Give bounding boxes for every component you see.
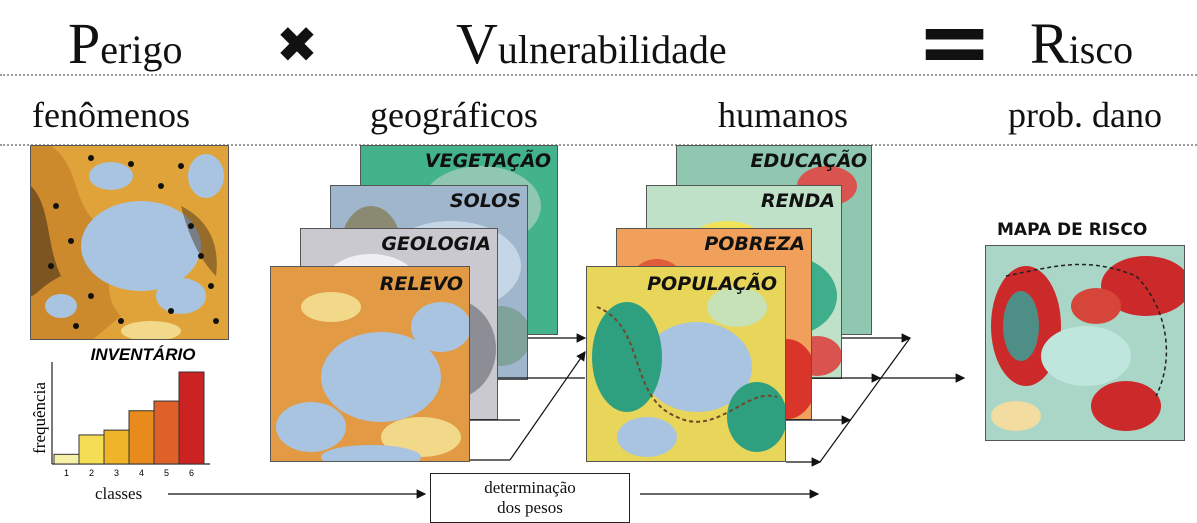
map-label-renda: RENDA: [761, 190, 835, 212]
inventory-bar-5: [153, 400, 180, 465]
inventory-tick-1: 1: [64, 468, 69, 478]
classes-label: classes: [95, 484, 143, 503]
vulnerabilidade-term: Vulnerabilidade: [456, 11, 727, 76]
inventory-chart: INVENTÁRIO frequência 1 2 3 4 5 6: [28, 340, 228, 510]
map-card-populacao: POPULAÇÃO: [586, 266, 786, 462]
map-label-educacao: EDUCAÇÃO: [750, 150, 867, 172]
inventory-bar-6: [178, 371, 205, 465]
weights-box: determinação dos pesos: [430, 473, 630, 523]
times-icon: ✖: [276, 16, 318, 74]
equals-icon: =: [916, 0, 994, 95]
inventory-tick-5: 5: [164, 468, 169, 478]
map-label-geologia: GEOLOGIA: [381, 233, 491, 255]
inventory-title: INVENTÁRIO: [91, 345, 196, 364]
map-card-relevo: RELEVO: [270, 266, 470, 462]
map-label-pobreza: POBREZA: [704, 233, 805, 255]
map-label-vegetacao: VEGETAÇÃO: [424, 150, 551, 172]
prob-dano-label: prob. dano: [1008, 95, 1162, 135]
map-label-populacao: POPULAÇÃO: [647, 273, 777, 295]
inventory-tick-2: 2: [89, 468, 94, 478]
humanos-label: humanos: [718, 95, 848, 135]
divider-top: [0, 74, 1197, 76]
perigo-term: Perigo: [68, 11, 183, 76]
inventory-tick-4: 4: [139, 468, 144, 478]
weights-line1: determinação: [484, 478, 576, 497]
map-label-solos: SOLOS: [449, 190, 521, 212]
geograficos-label: geográficos: [370, 95, 538, 135]
hazard-map: [30, 145, 229, 340]
risk-map-title: MAPA DE RISCO: [997, 220, 1148, 240]
inventory-tick-3: 3: [114, 468, 119, 478]
divider-bottom: [0, 144, 1197, 146]
map-label-relevo: RELEVO: [379, 273, 463, 295]
risco-term: Risco: [1030, 11, 1134, 76]
inventory-ylabel: frequência: [30, 382, 49, 454]
inventory-tick-6: 6: [189, 468, 194, 478]
fenomenos-label: fenômenos: [32, 95, 190, 135]
risk-map: [985, 245, 1185, 441]
weights-line2: dos pesos: [497, 498, 563, 517]
